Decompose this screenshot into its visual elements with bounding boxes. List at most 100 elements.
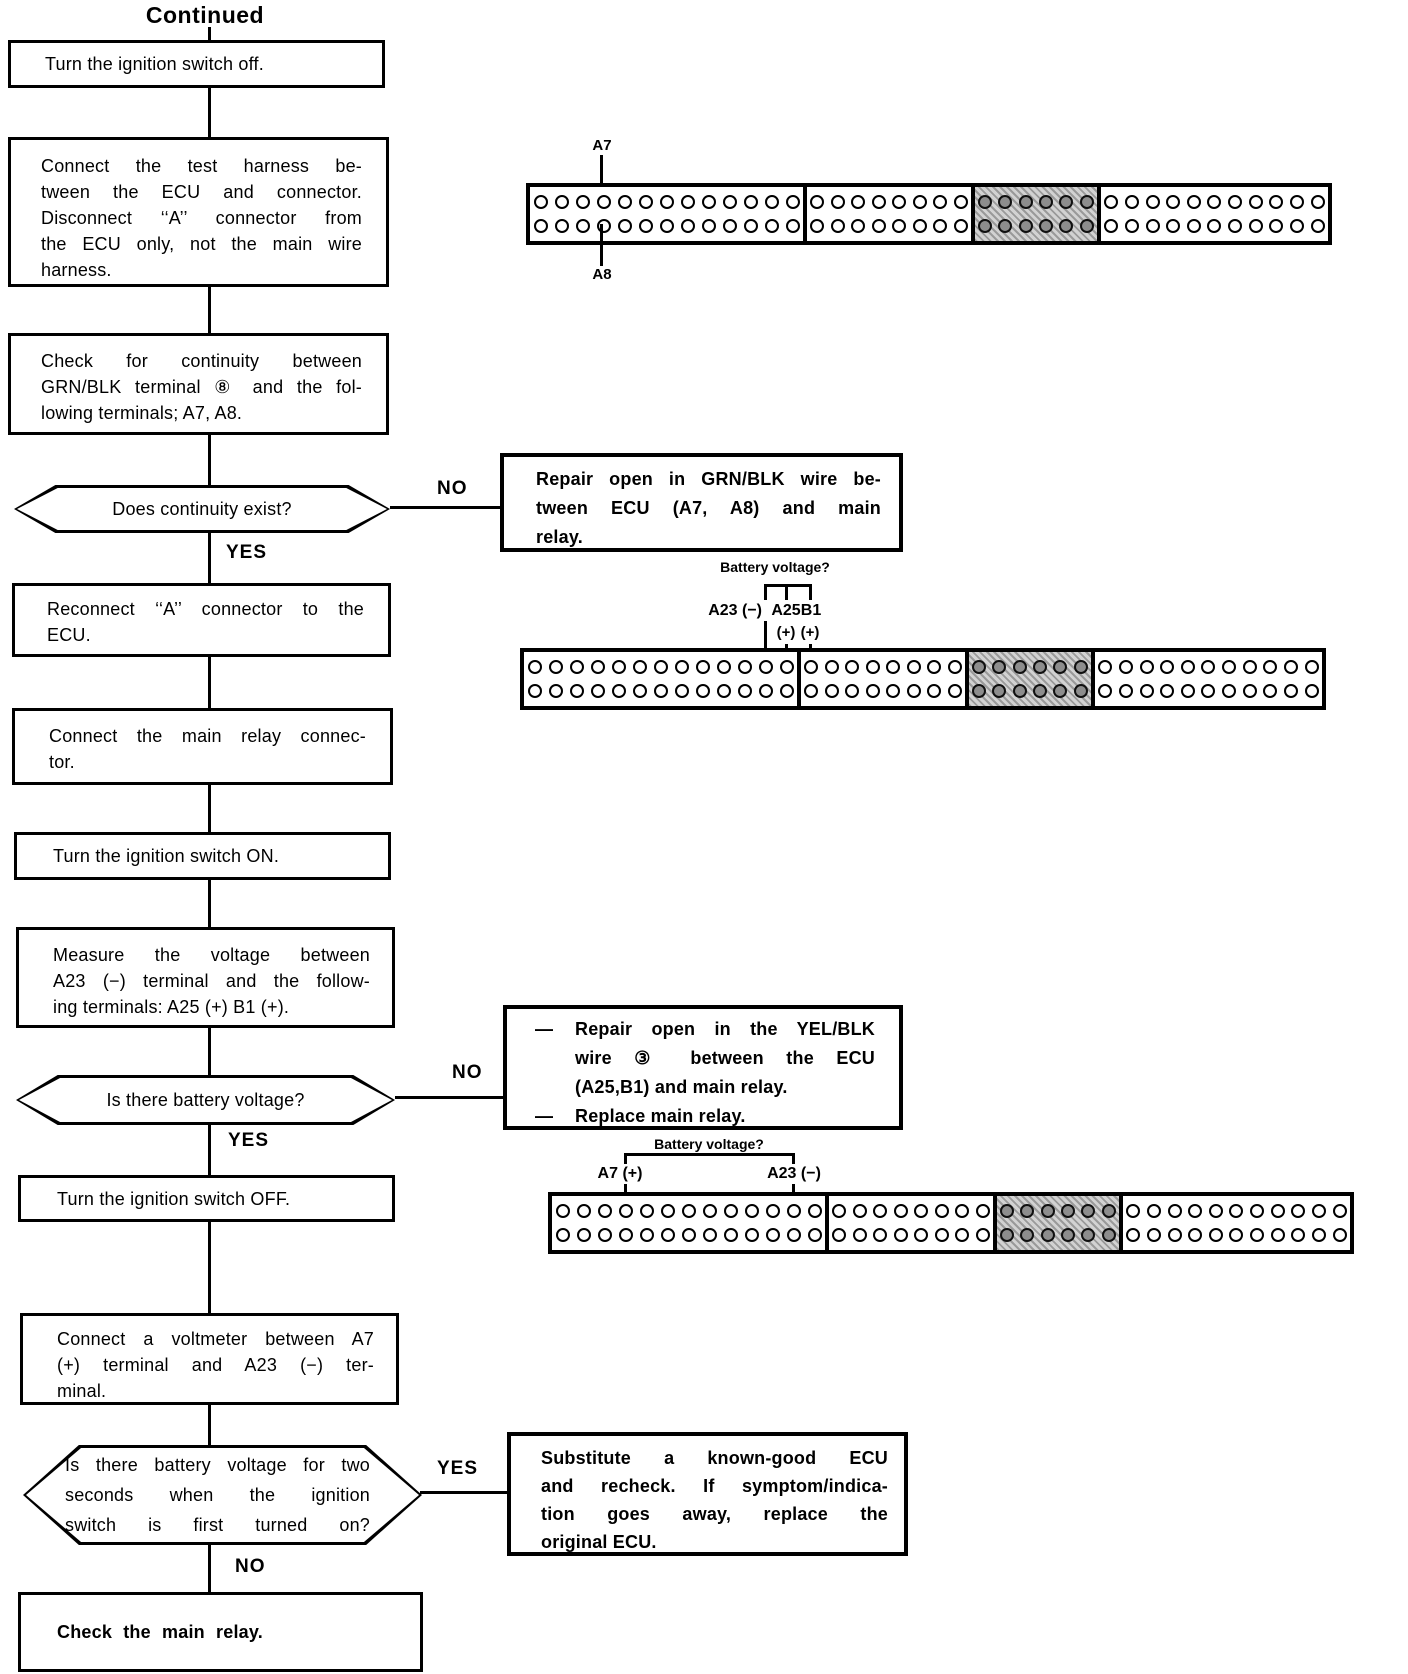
pin [1118,660,1133,674]
pin [893,1228,908,1242]
text-line: Turn the ignition switch off. [45,54,264,74]
flow-line-vertical [208,1545,211,1592]
pin [906,660,921,674]
pin [639,1228,654,1242]
pin-row [975,195,1097,209]
pin [1018,219,1033,233]
pin [1207,219,1222,233]
pin [786,1204,801,1218]
pin [1269,195,1284,209]
pin [1039,219,1054,233]
pin [851,219,866,233]
hexagon-fill [17,488,387,530]
pin [1222,660,1237,674]
pin [527,660,542,674]
connector-section-shaded [971,187,1097,241]
pin [934,1204,949,1218]
pin-row [530,195,803,209]
pin-row [1095,660,1322,674]
connector-section-shaded [993,1196,1119,1250]
pin [1283,660,1298,674]
pin-leader-line-a8 [600,224,603,266]
pin [1040,1204,1055,1218]
pin [659,219,674,233]
text-line: Is there battery voltage? [106,1090,305,1110]
pin [886,660,901,674]
text-line: ECU. [47,625,91,645]
pin [674,684,689,698]
pin-row [829,1228,993,1242]
pin [1104,195,1119,209]
pin [1145,195,1160,209]
text-line: (+) terminal and A23 (−) ter- [57,1355,374,1375]
pin [701,195,716,209]
pin [1311,1228,1326,1242]
step-connect-voltmeter-box: Connect a voltmeter between A7(+) termin… [20,1313,399,1405]
pin [824,660,839,674]
pin-label-a25: A25 [771,602,801,619]
pin [617,195,632,209]
pin [810,219,825,233]
pin [1207,195,1222,209]
pin [1332,1228,1347,1242]
pin [1263,684,1278,698]
text-line: Turn the ignition switch OFF. [57,1188,291,1209]
pin [933,219,948,233]
pin [617,219,632,233]
pin [1160,660,1175,674]
pin [533,195,548,209]
pin-row [829,1204,993,1218]
pin [743,195,758,209]
step-text: Turn the ignition switch OFF. [57,1186,392,1212]
step-text: Connect the main relay connec-tor. [49,723,366,775]
pin [554,219,569,233]
text-line: Does continuity exist? [112,499,292,519]
action-text: Replace main relay. [575,1102,889,1131]
pin [548,684,563,698]
flow-line-no-branch [395,1096,503,1099]
page-title: Continued [145,2,265,28]
step-connect-test-harness-box: Connect the test harness be-tween the EC… [8,137,389,287]
action-text: Repair open in GRN/BLK wire be-tween ECU… [536,465,881,552]
pin-row [524,660,797,674]
action-repair-grn-blk-box: Repair open in GRN/BLK wire be-tween ECU… [500,453,903,552]
pin-leader-line-a23 [764,621,767,672]
text-line: Turn the ignition switch ON. [53,846,280,866]
text-line: harness. [41,260,112,280]
pin [1186,219,1201,233]
pin [1098,660,1113,674]
pin [702,1204,717,1218]
pin [1289,195,1304,209]
pin [555,1204,570,1218]
pin [1033,684,1048,698]
measure-bracket-tick [809,584,812,600]
pin [1020,1228,1035,1242]
pin [1248,219,1263,233]
pin-row [530,219,803,233]
pin [1229,1228,1244,1242]
battery-voltage-question-label: Battery voltage? [654,1136,764,1152]
pin [681,1204,696,1218]
pin [1104,219,1119,233]
text-line: (A25,B1) and main relay. [575,1077,788,1097]
text-line: Substitute a known-good ECU [541,1448,888,1468]
pin [632,684,647,698]
pin-row [997,1228,1119,1242]
pin-row [552,1204,825,1218]
pin [1304,684,1319,698]
text-line: relay. [536,527,583,547]
text-line: Measure the voltage between [53,945,370,965]
pin [865,684,880,698]
pin [764,219,779,233]
text-line: Check the main relay. [57,1622,263,1642]
step-text: Check the main relay. [57,1619,420,1645]
pin [807,1228,822,1242]
pin [758,684,773,698]
step-check-main-relay-box: Check the main relay. [18,1592,423,1672]
pin [1124,219,1139,233]
pin [681,1228,696,1242]
pin [914,1228,929,1242]
